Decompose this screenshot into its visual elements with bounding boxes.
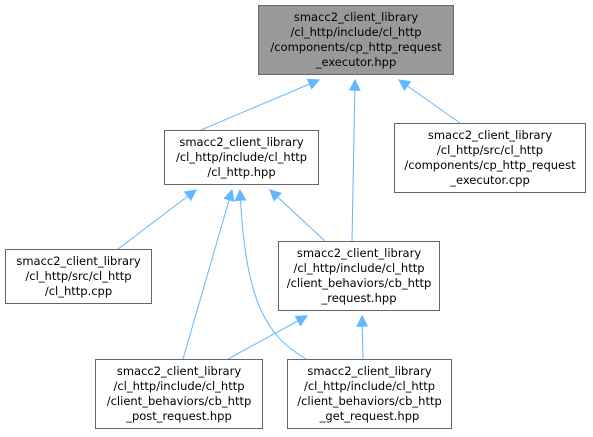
node-label-line: _request.hpp xyxy=(321,291,397,305)
node-label-line: _executor.cpp xyxy=(450,173,530,187)
node-label-line: /components/cp_http_request xyxy=(270,40,442,54)
edge-n6-to-n4 xyxy=(356,314,369,360)
edge-n5-to-n1 xyxy=(182,188,235,360)
node-label-line: smacc2_client_library xyxy=(116,364,242,378)
node-label-line: /client_behaviors/cb_http xyxy=(106,394,252,408)
node-cl-http-hpp[interactable]: smacc2_client_library /cl_http/include/c… xyxy=(164,130,319,185)
edge-n5-to-n4 xyxy=(227,315,309,360)
node-label-line: /cl_http/include/cl_http xyxy=(113,379,245,393)
node-label-line: /cl_http.cpp xyxy=(44,284,113,298)
node-label-line: smacc2_client_library xyxy=(293,10,419,24)
node-label-line: smacc2_client_library xyxy=(427,128,553,142)
node-label-line: /cl_http/src/cl_http xyxy=(25,269,132,283)
node-label-line: /cl_http/include/cl_http xyxy=(175,150,308,164)
node-label-line: smacc2_client_library xyxy=(16,254,141,268)
node-label-line: smacc2_client_library xyxy=(179,135,304,149)
node-label-line: smacc2_client_library xyxy=(296,246,422,260)
node-label-line: /cl_http/include/cl_http xyxy=(293,261,425,275)
node-cp-http-request-executor-hpp[interactable]: smacc2_client_library /cl_http/include/c… xyxy=(258,5,454,75)
edge-n4-to-n0 xyxy=(348,78,361,242)
node-label-line: /client_behaviors/cb_http xyxy=(297,394,442,408)
edge-n4-to-n1 xyxy=(269,189,326,242)
node-cb-http-post-request-hpp[interactable]: smacc2_client_library /cl_http/include/c… xyxy=(95,359,263,429)
node-label-line: /cl_http/src/cl_http xyxy=(436,143,544,157)
node-label-line: /cl_http.hpp xyxy=(207,165,276,179)
edge-n3-to-n1 xyxy=(117,189,197,250)
node-label-line: /client_behaviors/cb_http xyxy=(286,276,432,290)
node-label-line: /cl_http/include/cl_http xyxy=(303,379,436,393)
node-cb-http-get-request-hpp[interactable]: smacc2_client_library /cl_http/include/c… xyxy=(287,359,452,429)
node-label-line: _executor.hpp xyxy=(315,55,397,69)
node-cl-http-cpp[interactable]: smacc2_client_library /cl_http/src/cl_ht… xyxy=(5,249,152,304)
edge-n1-to-n0 xyxy=(200,78,321,131)
node-label-line: /cl_http/include/cl_http xyxy=(290,25,422,39)
node-label-line: _post_request.hpp xyxy=(126,409,232,423)
node-cp-http-request-executor-cpp[interactable]: smacc2_client_library /cl_http/src/cl_ht… xyxy=(394,123,586,193)
node-cb-http-request-hpp[interactable]: smacc2_client_library /cl_http/include/c… xyxy=(278,241,440,311)
node-label-line: smacc2_client_library xyxy=(307,364,432,378)
edge-n2-to-n0 xyxy=(398,79,461,124)
node-label-line: /components/cp_http_request xyxy=(404,158,576,172)
edge-n6-to-n1 xyxy=(234,188,307,360)
node-label-line: _get_request.hpp xyxy=(319,409,420,423)
